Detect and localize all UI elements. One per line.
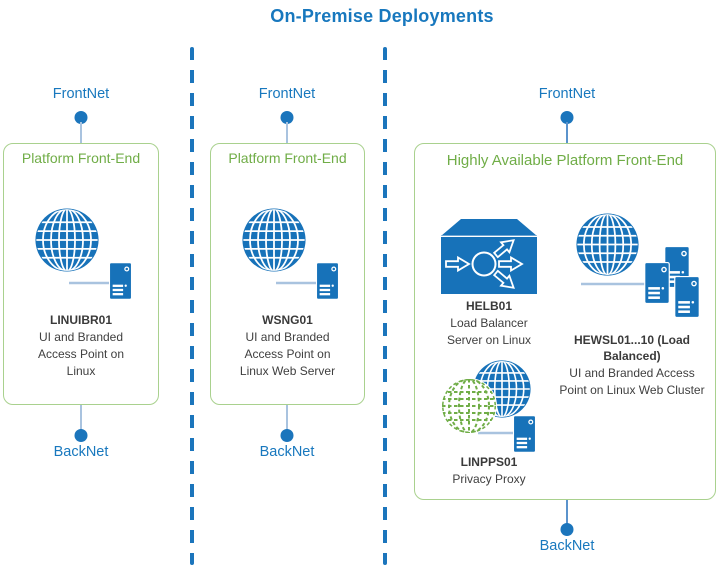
globe-server-icon <box>236 204 339 300</box>
load-balancer-text: HELB01 Load Balancer Server on Linux <box>421 298 557 349</box>
node-description: UI and Branded Access Point on Linux Web… <box>239 330 336 378</box>
load-balancer-icon <box>441 219 537 294</box>
node-name: LINUIBR01 <box>49 313 112 327</box>
frontnet-node-dot-3 <box>560 111 574 124</box>
frontnet-connector-2 <box>286 122 288 143</box>
backnet-node-dot-3 <box>560 523 574 536</box>
panel-platform-front-end-2: Platform Front-End WSNG01 UI and Branded… <box>210 143 365 405</box>
panel-ha-platform-front-end: Highly Available Platform Front-End HELB… <box>414 143 716 500</box>
frontnet-connector-3 <box>566 122 568 143</box>
dashed-divider-2 <box>383 47 387 565</box>
node-name: HEWSL01...10 (Load Balanced) <box>573 333 691 363</box>
page-title: On-Premise Deployments <box>270 6 494 26</box>
node-description: UI and Branded Access Point on Linux <box>37 330 125 378</box>
backnet-connector-2 <box>286 405 288 431</box>
backnet-node-dot-1 <box>74 429 88 442</box>
globe-server-icon <box>29 204 132 300</box>
panel-title: Highly Available Platform Front-End <box>446 152 684 169</box>
node-description: Privacy Proxy <box>452 472 526 486</box>
backnet-node-dot-2 <box>280 429 294 442</box>
node-name: LINPPS01 <box>460 455 518 469</box>
frontnet-label-1: FrontNet <box>52 86 110 102</box>
frontnet-node-dot-2 <box>280 111 294 124</box>
panel-platform-front-end-1: Platform Front-End LINUIBR01 UI and Bran… <box>3 143 159 405</box>
privacy-proxy-text: LINPPS01 Privacy Proxy <box>421 454 557 488</box>
frontnet-label-3: FrontNet <box>538 86 596 102</box>
backnet-label-1: BackNet <box>53 444 109 460</box>
panel-title: Platform Front-End <box>21 150 141 166</box>
dashed-divider-1 <box>190 47 194 565</box>
backnet-connector-3 <box>566 500 568 526</box>
privacy-proxy-icon <box>441 358 536 453</box>
backnet-connector-1 <box>80 405 82 431</box>
globe-cluster-icon <box>563 204 700 318</box>
node-name: HELB01 <box>465 299 512 313</box>
panel-title: Platform Front-End <box>228 150 347 166</box>
backnet-label-2: BackNet <box>259 444 315 460</box>
frontnet-label-2: FrontNet <box>258 86 316 102</box>
backnet-label-3: BackNet <box>539 538 595 554</box>
frontnet-connector-1 <box>80 122 82 143</box>
node-description: UI and Branded Access Point on Linux Web… <box>559 366 705 397</box>
node-name: WSNG01 <box>262 313 313 327</box>
node-description: Load Balancer Server on Linux <box>446 316 532 347</box>
web-cluster-text: HEWSL01...10 (Load Balanced) UI and Bran… <box>543 332 721 399</box>
frontnet-node-dot-1 <box>74 111 88 124</box>
